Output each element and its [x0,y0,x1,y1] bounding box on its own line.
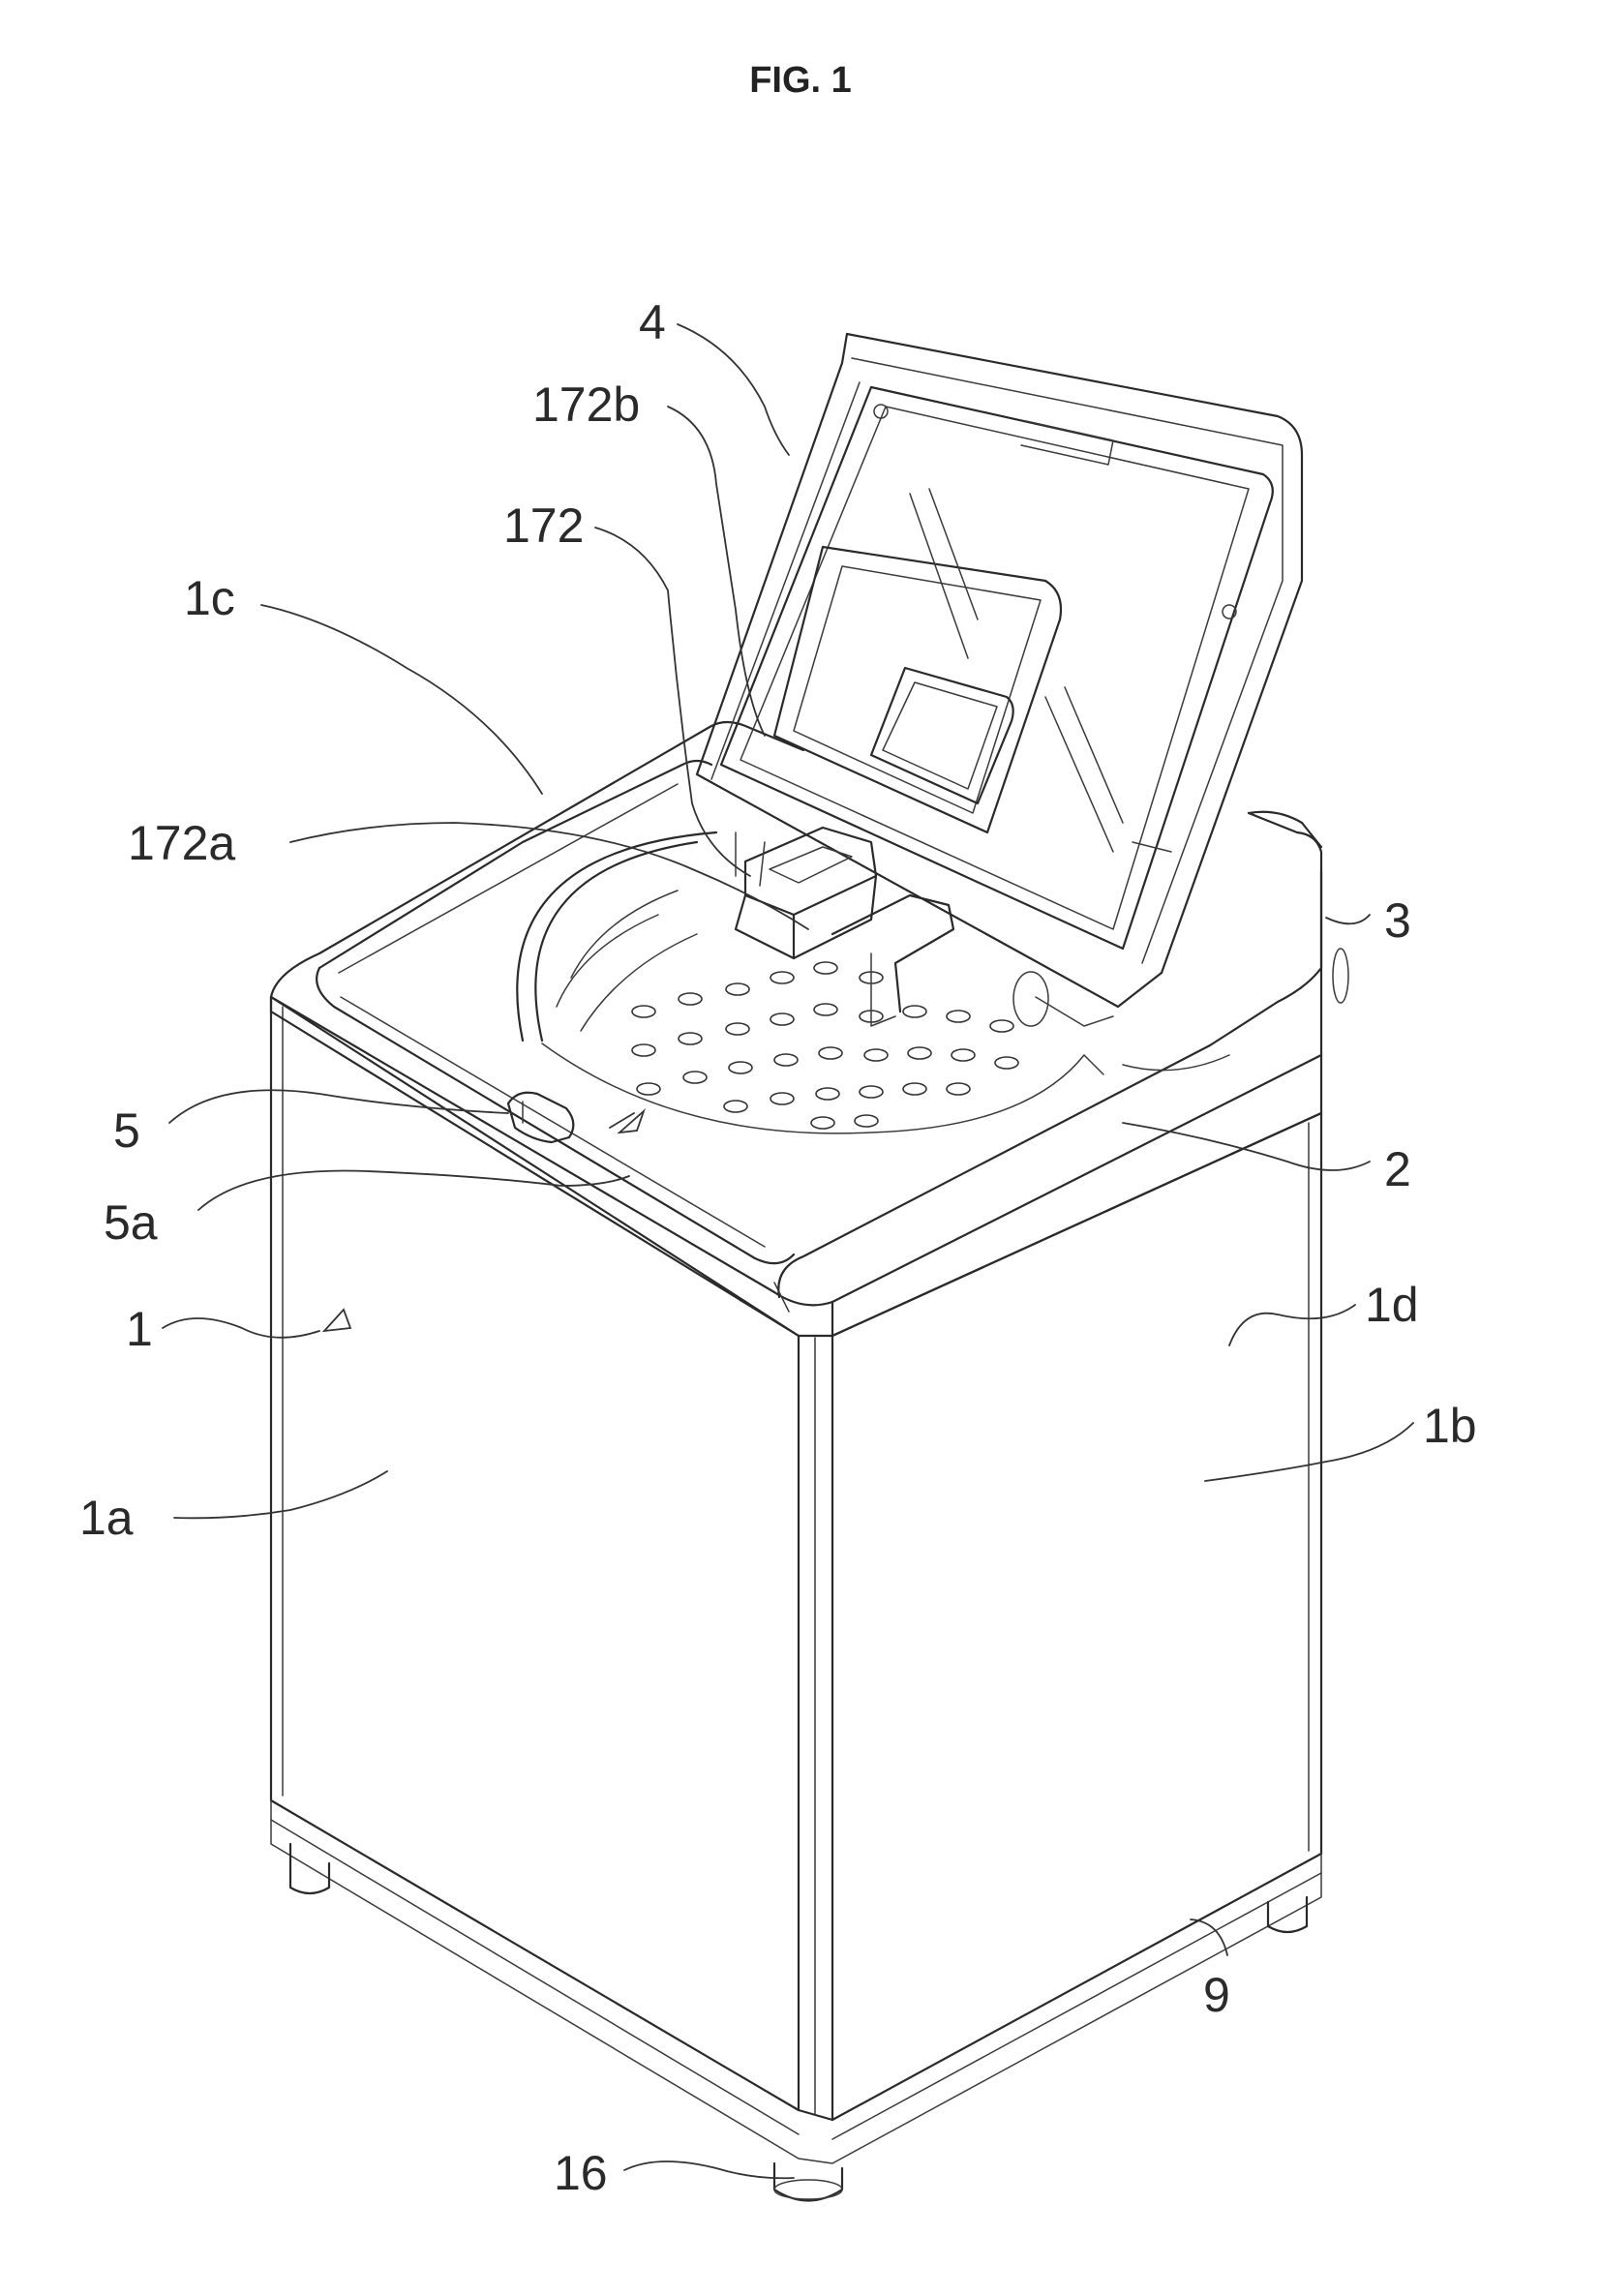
leader-lines [163,324,1413,2178]
drum-holes [632,962,1018,1129]
leader-4 [678,324,789,455]
leader-5a [198,1171,629,1211]
label-16: 16 [554,2146,608,2200]
label-1c: 1c [184,571,235,625]
leader-3 [1326,915,1370,923]
label-172b: 172b [532,378,640,432]
leader-9 [1191,1919,1227,1955]
leader-1c [261,605,542,794]
label-5a: 5a [104,1195,158,1250]
label-1a: 1a [79,1491,134,1545]
label-1d: 1d [1365,1278,1419,1332]
label-172a: 172a [128,816,235,870]
label-4: 4 [639,295,666,349]
label-3: 3 [1384,893,1411,948]
leader-172b [668,407,765,736]
leader-172a [290,823,808,929]
top-cover [271,722,1348,1336]
label-2: 2 [1384,1142,1411,1196]
leader-1 [163,1318,319,1338]
cabinet [271,997,1321,2201]
label-5: 5 [113,1103,140,1158]
label-1b: 1b [1423,1399,1477,1453]
leader-1d [1229,1305,1355,1345]
label-172: 172 [503,498,584,553]
label-9: 9 [1203,1968,1230,2022]
lid [697,334,1302,1026]
detergent-box [736,828,953,1026]
leader-172 [595,528,750,876]
label-1: 1 [126,1302,153,1356]
leader-1a [174,1471,387,1518]
leader-16 [624,2161,794,2178]
